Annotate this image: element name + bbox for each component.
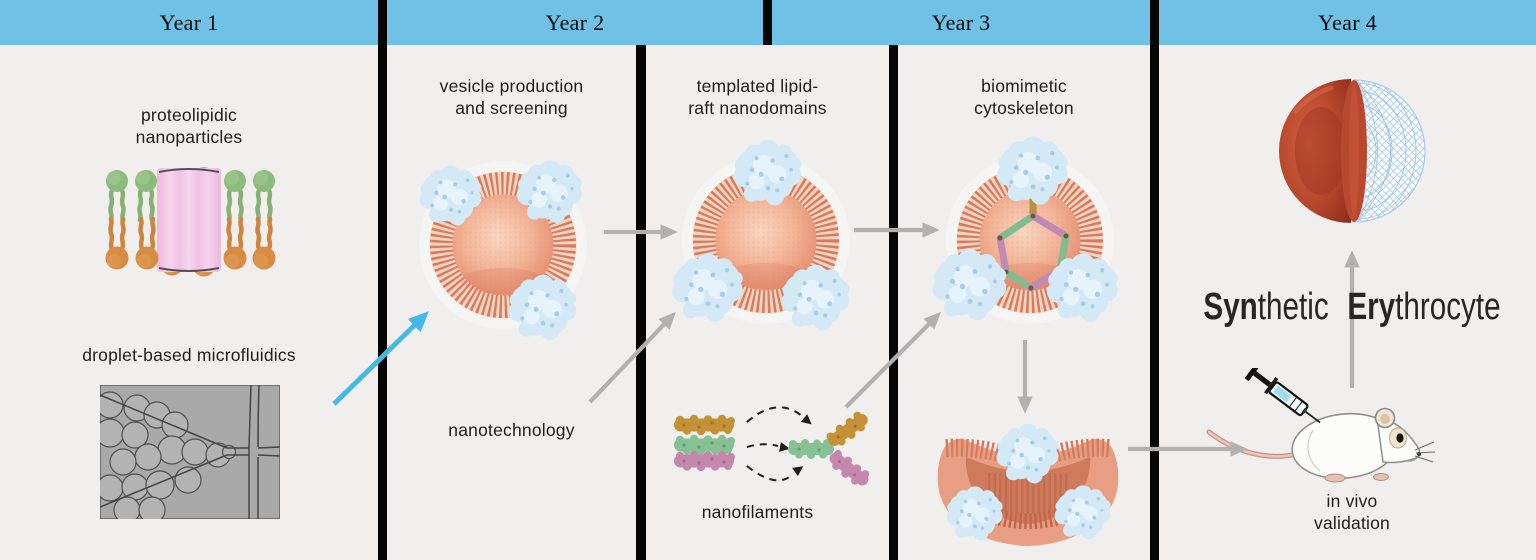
year-1-label: Year 1: [159, 10, 219, 35]
microfluidics-micrograph: [100, 385, 280, 519]
open-vesicle-bowl-illustration: [937, 423, 1119, 546]
syringe-icon: [1244, 368, 1321, 424]
divider-year1-year2: [378, 0, 387, 560]
biomimetic-cytoskeleton-label: biomimetic cytoskeleton: [974, 76, 1074, 118]
proteolipidic-nanoparticles-label: proteolipidic nanoparticles: [135, 105, 243, 147]
title-word-synthetic: Synthetic: [1203, 286, 1329, 328]
nanofilaments-label: nanofilaments: [701, 502, 814, 522]
divider-year3-year4: [1150, 0, 1159, 560]
divider-templated-biomimetic: [889, 45, 898, 560]
vesicle-production-label: vesicle production and screening: [439, 76, 584, 118]
mouse-injection-illustration: [1206, 368, 1435, 483]
synthetic-erythrocyte-title: Synthetic Erythrocyte: [1203, 286, 1500, 328]
in-vivo-validation-label: in vivo validation: [1314, 491, 1390, 533]
vesicle-production-illustration: [393, 135, 613, 355]
proteolipidic-nanoparticle-illustration: [100, 163, 285, 278]
year-3-label: Year 3: [931, 10, 991, 35]
synthetic-erythrocyte-illustration: [1279, 79, 1426, 223]
year-2-label: Year 2: [545, 10, 605, 35]
nanofilaments-illustration: [674, 406, 874, 492]
title-word-erythrocyte: Erythrocyte: [1347, 286, 1501, 328]
templated-lipid-raft-label: templated lipid- raft nanodomains: [688, 76, 827, 118]
year-4-label: Year 4: [1318, 10, 1377, 35]
nanotechnology-label: nanotechnology: [448, 420, 575, 440]
templated-lipid-raft-illustration: [656, 139, 876, 350]
biomimetic-cytoskeleton-illustration: [932, 136, 1140, 350]
divider-year2-year3-header: [763, 0, 772, 45]
divider-vesicle-templated: [636, 45, 646, 560]
droplet-microfluidics-label: droplet-based microfluidics: [82, 345, 296, 365]
